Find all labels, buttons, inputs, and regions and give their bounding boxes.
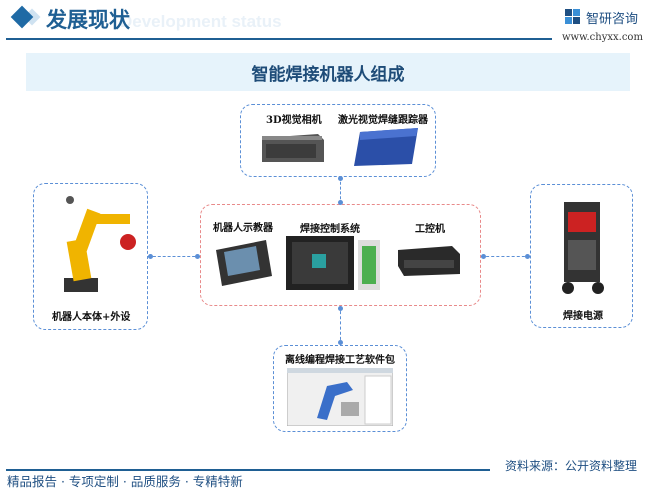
divider (6, 38, 552, 40)
connector-bottom (340, 306, 341, 345)
page-title: 发展现状 (46, 7, 130, 32)
software-screenshot (286, 367, 394, 430)
connector-dot (148, 254, 153, 259)
connector-dot (338, 176, 343, 181)
banner-title: 智能焊接机器人组成 (26, 53, 630, 91)
connector-dot (338, 340, 343, 345)
welding-power-image (558, 192, 608, 300)
connector-dot (481, 254, 486, 259)
logo-name: 智研咨询 (586, 12, 639, 27)
robot-arm-image (50, 190, 140, 304)
label-offline-software: 离线编程焊接工艺软件包 (285, 355, 395, 366)
label-power-supply: 焊接电源 (563, 311, 603, 322)
tracker-image (352, 126, 422, 172)
welding-control-image (284, 234, 384, 296)
logo-url: www.chyxx.com (562, 32, 643, 43)
footer-divider (6, 469, 490, 471)
label-laser-tracker: 激光视觉焊缝跟踪器 (338, 115, 428, 126)
software-box (273, 345, 407, 432)
subtitle-watermark: Development status (120, 12, 282, 31)
source-note: 资料来源：公开资料整理 (505, 459, 638, 473)
connector-right (481, 256, 530, 257)
label-welding-control: 焊接控制系统 (300, 224, 360, 235)
label-3d-camera: 3D视觉相机 (266, 115, 322, 126)
connector-dot (338, 306, 343, 311)
robot-body-box (33, 183, 148, 330)
logo-icon (565, 9, 580, 24)
connector-left (148, 256, 200, 257)
connector-dot (525, 254, 530, 259)
label-ipc: 工控机 (415, 224, 445, 235)
camera-image (258, 128, 328, 168)
connector-dot (195, 254, 200, 259)
label-robot-body: 机器人本体+外设 (52, 312, 131, 323)
footer-slogan: 精品报告 · 专项定制 · 品质服务 · 专精特新 (7, 474, 243, 489)
connector-top (340, 177, 341, 204)
connector-dot (338, 200, 343, 205)
power-supply-box (530, 184, 633, 328)
teach-pendant-image (212, 236, 274, 294)
label-teach-pendant: 机器人示教器 (213, 223, 273, 234)
ipc-image (394, 242, 464, 282)
